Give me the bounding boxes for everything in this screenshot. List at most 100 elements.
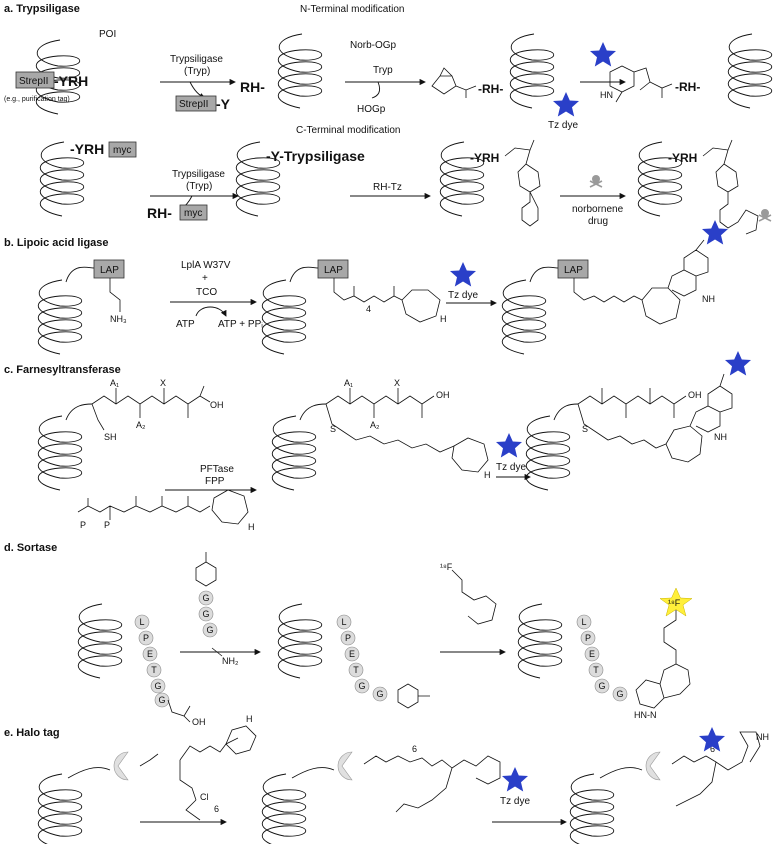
ggg-motif: GGG — [198, 590, 218, 638]
strep-tag-box — [15, 71, 55, 89]
residue-letter: G — [376, 689, 383, 699]
dihydropyridazine-drug — [702, 139, 759, 235]
lap-box-1 — [93, 259, 125, 279]
tryp-enzyme-name-2: Trypsiligase — [172, 169, 225, 180]
fpp-label: FPP — [205, 476, 225, 487]
tco-ring-c1 — [211, 489, 249, 525]
tz-dye-label-c: Tz dye — [496, 462, 526, 473]
tz-dye-star-c — [496, 433, 522, 458]
loop-c1 — [65, 403, 93, 421]
hnn-label: HN-N — [634, 710, 657, 720]
arrow-b1-branch — [195, 306, 227, 317]
residue-bead — [138, 630, 154, 646]
a1-label-2: A₁ — [344, 378, 353, 388]
residue-bead — [336, 614, 352, 630]
lysine-chain — [109, 278, 121, 312]
helix-c3 — [525, 415, 571, 491]
tco-ring — [401, 289, 441, 323]
lpla-label: LplA W37V — [181, 260, 231, 271]
lap-label-3: LAP — [564, 265, 583, 276]
residue-bead — [580, 630, 596, 646]
star-conjugate-a — [590, 42, 616, 67]
residue-bead — [202, 622, 218, 638]
panel-d-title: d. Sortase — [4, 542, 57, 554]
helix-3 — [509, 33, 555, 109]
residue-bead — [584, 646, 600, 662]
tz-dye-star-e — [502, 767, 528, 792]
star-conjugate-b — [702, 220, 728, 245]
amide-bond-1 — [455, 85, 477, 98]
residue-letter: T — [593, 665, 599, 675]
hogp-label: HOGp — [357, 104, 386, 115]
farnesylated-peptide — [325, 388, 455, 453]
residue-letter: P — [345, 633, 351, 643]
halo-protein-3 — [645, 751, 661, 781]
panel-b: b. Lipoic acid ligase LAP NH₃ LplA W37V … — [4, 220, 728, 355]
atp-label: ATP — [176, 319, 195, 330]
tetrazine-product-d — [397, 683, 430, 709]
halo-ligand — [179, 737, 239, 821]
helix-c1 — [37, 415, 83, 491]
h-label-b: H — [440, 314, 447, 324]
a2-label: A₂ — [136, 420, 146, 430]
helix-4 — [727, 33, 773, 109]
residue-letter: T — [353, 665, 359, 675]
residue-bead — [146, 662, 162, 678]
pyridazine-product-b — [641, 239, 709, 325]
residue-bead — [198, 590, 214, 606]
oh-label: OH — [210, 400, 224, 410]
sub4-label: 4 — [366, 304, 371, 314]
c-terminal-title: C-Terminal modification — [296, 125, 400, 136]
helix-d1 — [77, 603, 123, 679]
p-label-1: P — [80, 520, 86, 530]
residue-bead — [576, 614, 592, 630]
s-label: S — [330, 424, 336, 434]
residue-bead — [150, 678, 166, 694]
panel-a-title: a. Trypsiligase — [4, 3, 80, 15]
bicyclononyne-e1 — [225, 725, 257, 755]
residue-letter: L — [341, 617, 346, 627]
f18-tco-structure — [451, 569, 497, 625]
residue-bead — [594, 678, 610, 694]
residue-letter: L — [581, 617, 586, 627]
residue-bead — [588, 662, 604, 678]
halo-protein-2 — [337, 751, 353, 781]
six-label-3: 6 — [710, 744, 715, 754]
tryp-enzyme-name: Trypsiligase — [170, 54, 223, 65]
plus-label: + — [202, 273, 208, 284]
panel-c: c. Farnesyltransferase SH A₁ A₂ X OH PFT… — [4, 351, 751, 532]
nh2-label: NH₂ — [222, 656, 239, 666]
loop-c3 — [553, 403, 579, 421]
strep-tag-box-2 — [175, 95, 217, 112]
h-label-c1: H — [248, 522, 255, 532]
rh-c-label: RH- — [147, 205, 172, 221]
lap-label-2: LAP — [324, 265, 343, 276]
pyridazine-product-c — [665, 373, 733, 463]
panel-c-title: c. Farnesyltransferase — [4, 364, 121, 376]
y-trypsiligase-label: -Y-Trypsiligase — [266, 148, 365, 164]
six-label: 6 — [214, 804, 219, 814]
loop-e3 — [599, 767, 643, 779]
tz-dye-label-e: Tz dye — [500, 796, 530, 807]
oh-label-3: OH — [688, 390, 702, 400]
rh-link-label: -RH- — [478, 82, 503, 96]
tz-dye-label-b: Tz dye — [448, 290, 478, 301]
myc-tag-box — [108, 141, 137, 158]
residue-letter: G — [206, 625, 213, 635]
lap-box-3 — [557, 259, 589, 279]
helix-d3 — [517, 603, 563, 679]
purification-note: (e.g., purification tag) — [4, 96, 70, 103]
residue-letter: E — [589, 649, 595, 659]
residue-letter: G — [154, 681, 161, 691]
x-label-2: X — [394, 378, 400, 388]
helix-b2 — [261, 279, 307, 355]
residue-letter: P — [585, 633, 591, 643]
skull-icon-2 — [758, 208, 772, 222]
helix-e1 — [37, 773, 83, 844]
tetrazine-linker — [504, 139, 541, 227]
fpp-tco-structure — [77, 496, 211, 520]
residue-bead — [344, 646, 360, 662]
tco-label: TCO — [196, 287, 217, 298]
residue-bead — [142, 646, 158, 662]
